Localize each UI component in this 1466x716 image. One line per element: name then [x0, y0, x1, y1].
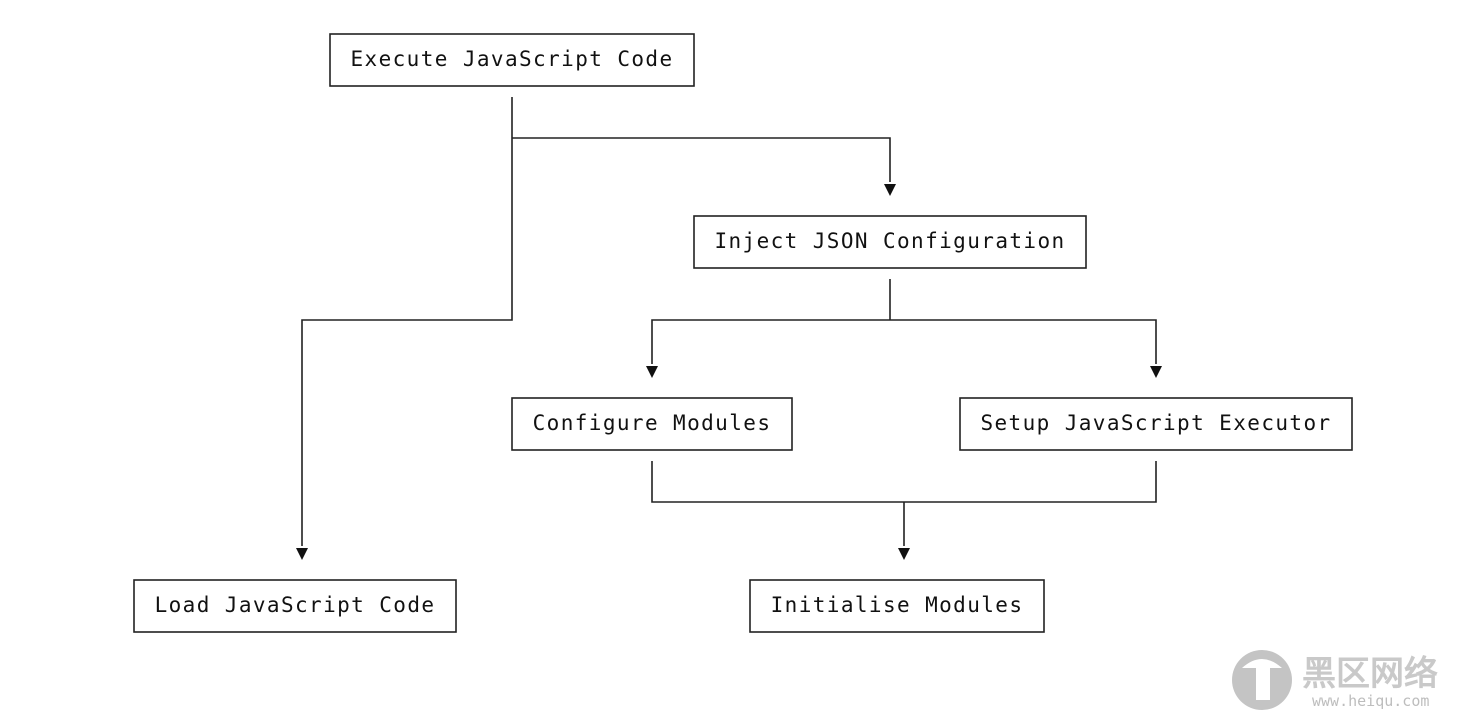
node-setup-label: Setup JavaScript Executor: [980, 411, 1331, 435]
edge-setup-to-initialise: [904, 461, 1157, 503]
node-setup-box: [959, 397, 1353, 451]
node-execute-label: Execute JavaScript Code: [351, 47, 674, 71]
watermark-url: www.heiqu.com: [1312, 692, 1429, 710]
watermark-logo-icon: [1232, 650, 1292, 710]
node-load-label: Load JavaScript Code: [155, 593, 436, 617]
node-load: Load JavaScript Code: [133, 579, 457, 633]
arrowhead-configure: [646, 366, 658, 378]
node-initialise: Initialise Modules: [749, 579, 1045, 633]
node-execute: Execute JavaScript Code: [329, 33, 695, 87]
arrowheads: [296, 184, 1162, 560]
node-inject-box: [693, 215, 1087, 269]
node-execute-box: [329, 33, 695, 87]
arrowhead-inject: [884, 184, 896, 196]
node-configure-box: [511, 397, 793, 451]
node-initialise-box: [749, 579, 1045, 633]
edge-execute-to-load: [301, 97, 513, 546]
edge-configure-to-initialise: [651, 461, 904, 503]
node-configure: Configure Modules: [511, 397, 793, 451]
edge-inject-to-setup: [890, 319, 1157, 364]
edges: [301, 97, 1157, 546]
node-configure-label: Configure Modules: [533, 411, 772, 435]
arrowhead-load: [296, 548, 308, 560]
node-inject-label: Inject JSON Configuration: [714, 229, 1065, 253]
node-initialise-label: Initialise Modules: [771, 593, 1024, 617]
watermark-name: 黑区网络: [1302, 654, 1438, 694]
edge-inject-to-configure: [651, 319, 890, 364]
watermark: 黑区网络 www.heiqu.com: [1232, 650, 1438, 710]
node-load-box: [133, 579, 457, 633]
arrowhead-initialise: [898, 548, 910, 560]
edge-execute-to-inject: [512, 137, 891, 182]
node-setup: Setup JavaScript Executor: [959, 397, 1353, 451]
node-inject: Inject JSON Configuration: [693, 215, 1087, 269]
arrowhead-setup: [1150, 366, 1162, 378]
